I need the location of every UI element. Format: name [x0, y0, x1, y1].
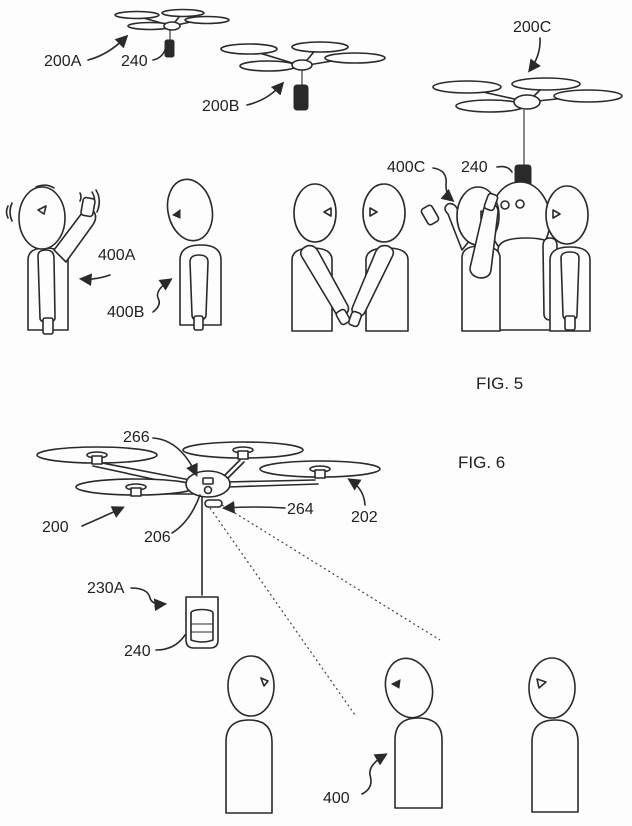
sensing-line	[209, 507, 356, 716]
rotor	[161, 8, 205, 18]
person	[384, 657, 443, 809]
phone	[80, 196, 96, 218]
rotor	[324, 52, 386, 64]
phone	[420, 204, 440, 226]
drone-body	[163, 21, 181, 31]
drone-200c	[432, 77, 623, 192]
tether-mount-206	[203, 485, 213, 495]
label-400c: 400C	[387, 159, 425, 176]
fig5-caption: FIG. 5	[476, 374, 523, 393]
person-group-400c	[420, 181, 591, 332]
label-400: 400	[323, 790, 350, 807]
rotor	[511, 77, 581, 91]
label-200b: 200B	[202, 98, 239, 115]
drone-200	[36, 441, 381, 596]
payload-holder-230a	[185, 596, 219, 649]
drone-body	[513, 94, 541, 110]
label-200a: 200A	[44, 53, 82, 70]
drone-body	[291, 59, 313, 71]
label-400b: 400B	[107, 304, 144, 321]
label-400a: 400A	[98, 247, 136, 264]
label-266: 266	[123, 429, 150, 446]
label-230a: 230A	[87, 580, 125, 597]
rotor	[114, 10, 160, 20]
drone-200a	[114, 8, 230, 58]
rotor	[184, 15, 230, 25]
person-400a	[5, 184, 101, 335]
fig6-caption: FIG. 6	[458, 453, 505, 472]
camera-266	[202, 477, 214, 485]
person-400b	[166, 178, 222, 331]
beverage-can	[293, 84, 309, 111]
person	[528, 657, 579, 813]
drone-200b	[220, 41, 386, 111]
rotor	[239, 60, 297, 72]
label-264: 264	[287, 501, 314, 518]
rotor	[291, 41, 349, 53]
sensor-array-264	[204, 499, 223, 508]
label-240: 240	[124, 643, 151, 660]
label-206: 206	[144, 529, 171, 546]
person	[225, 655, 275, 814]
label-240-c: 240	[461, 159, 488, 176]
rotor	[553, 89, 623, 103]
label-202: 202	[351, 509, 378, 526]
sensing-line	[221, 504, 441, 641]
rotor	[432, 80, 502, 94]
rotor	[220, 43, 278, 55]
label-200c: 200C	[513, 19, 551, 36]
label-240-a: 240	[121, 53, 148, 70]
label-200: 200	[42, 519, 69, 536]
beverage-can	[164, 39, 175, 58]
person-pair	[291, 183, 409, 332]
